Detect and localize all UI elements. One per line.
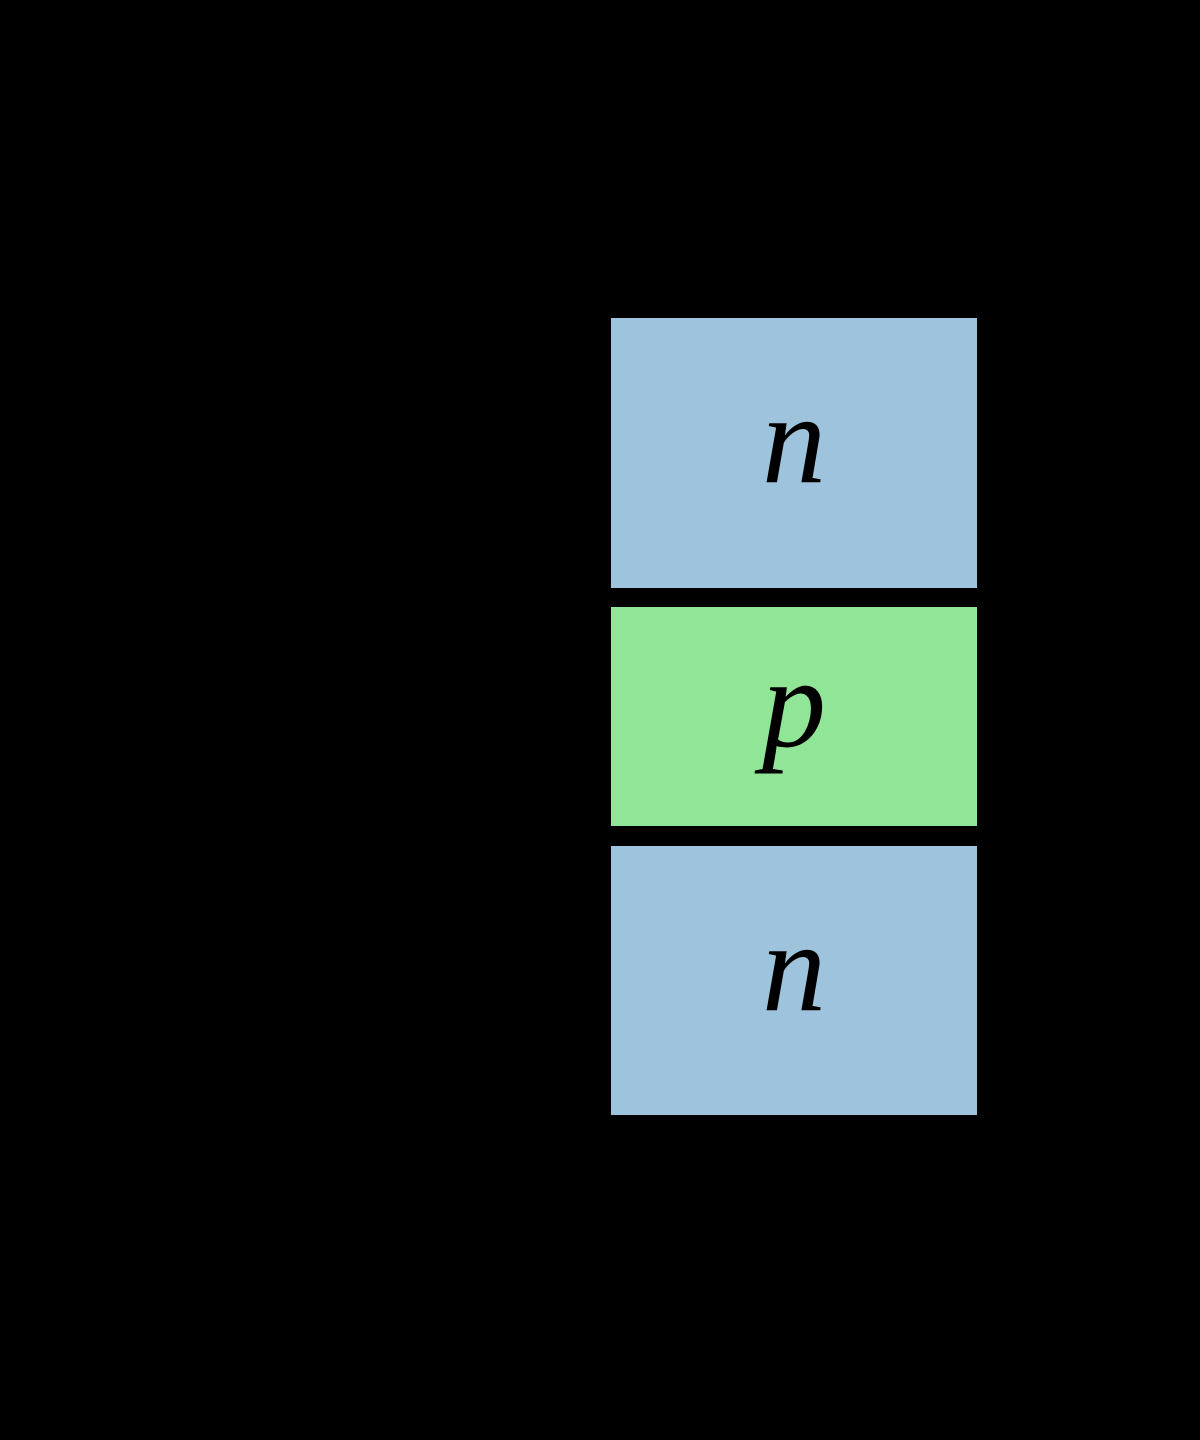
- layer-n-top-label: n: [762, 367, 826, 510]
- layer-p-middle: p: [609, 605, 979, 828]
- layer-n-bottom-label: n: [762, 895, 826, 1038]
- layer-n-top: n: [609, 316, 979, 590]
- layer-p-middle-label: p: [762, 631, 826, 774]
- layer-n-bottom: n: [609, 844, 979, 1117]
